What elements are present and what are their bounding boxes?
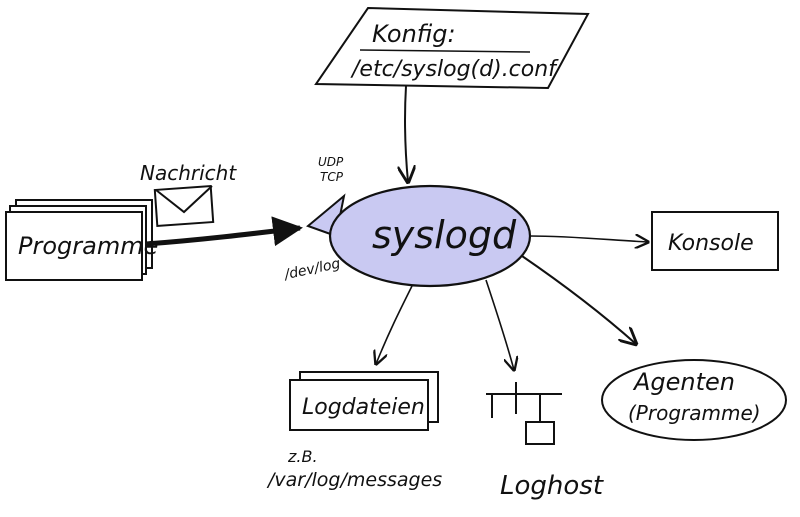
config-path: /etc/syslog(d).conf <box>350 57 559 82</box>
console-box <box>651 211 779 271</box>
network-icon <box>486 382 562 445</box>
config-node: Konfig: /etc/syslog(d).conf <box>314 6 590 90</box>
agents-node: Agenten (Programme) <box>601 359 787 441</box>
agents-ellipse <box>601 359 787 441</box>
console-node: Konsole <box>651 211 779 271</box>
console-label: Konsole <box>668 231 754 256</box>
syslogd-label: syslogd <box>372 213 517 257</box>
syslogd-to-console-arrow <box>529 236 648 242</box>
logfiles-label: Logdateien <box>302 395 425 420</box>
programme-node: Programme <box>5 199 158 281</box>
message-label: Nachricht <box>140 161 237 185</box>
programme-front-box <box>5 211 143 281</box>
protocol-label-tcp: TCP <box>320 170 344 184</box>
config-to-syslogd-arrow <box>405 85 408 182</box>
syslogd-to-agents-arrow <box>521 255 636 344</box>
dev-log-label: /dev/log <box>281 256 342 284</box>
loghost-label: Loghost <box>500 471 604 501</box>
syslogd-to-loghost-arrow <box>485 279 514 370</box>
agents-label-line1: Agenten <box>632 368 735 396</box>
logfiles-node: Logdateien <box>289 371 439 431</box>
syslogd-node: syslogd <box>306 184 532 288</box>
programme-label: Programme <box>18 232 158 260</box>
agents-label-line2: (Programme) <box>628 401 761 425</box>
config-label: Konfig: <box>372 20 456 48</box>
config-underline <box>359 49 531 53</box>
logfiles-front-box <box>289 379 429 431</box>
envelope-icon <box>153 185 215 227</box>
syslogd-to-logfiles-arrow <box>376 285 413 364</box>
example-prefix: z.B. <box>287 447 318 466</box>
example-path: /var/log/messages <box>266 469 442 491</box>
programme-to-syslogd-arrow <box>145 216 303 247</box>
protocol-label-udp: UDP <box>318 155 344 169</box>
config-shape <box>314 6 590 90</box>
